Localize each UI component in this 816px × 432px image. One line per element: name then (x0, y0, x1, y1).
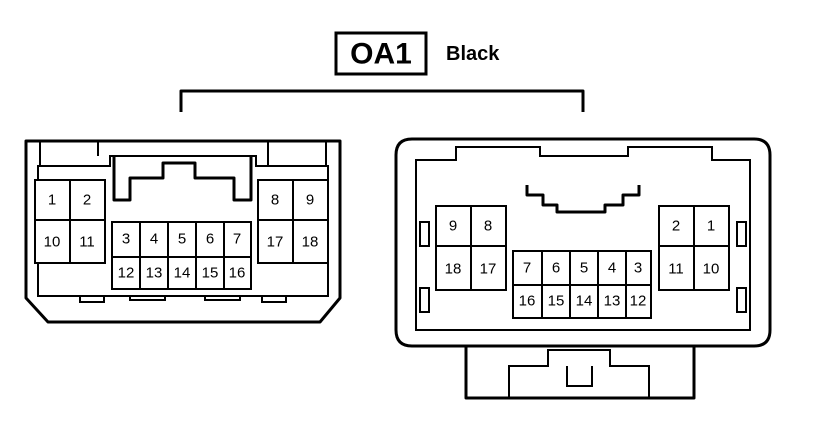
left-pin-15: 15 (202, 265, 219, 282)
left-pin-9: 9 (306, 192, 314, 209)
left-pin-8: 8 (271, 192, 279, 209)
left-housing (24, 139, 342, 324)
right-pin-12: 12 (630, 293, 647, 310)
left-pin-14: 14 (174, 265, 191, 282)
right-pin-9: 9 (449, 218, 457, 235)
right-pin-18: 18 (445, 261, 462, 278)
left-latch (112, 156, 253, 202)
connector-code: OA1 (350, 38, 412, 71)
left-pin-13: 13 (146, 265, 163, 282)
right-latch (525, 185, 641, 214)
right-pin-3: 3 (634, 260, 642, 277)
right-pin-1: 1 (707, 218, 715, 235)
right-pin-15: 15 (548, 293, 565, 310)
left-pin-5: 5 (178, 231, 186, 248)
left-pin-1: 1 (48, 192, 56, 209)
right-pin-8: 8 (484, 218, 492, 235)
right-pin-14: 14 (576, 293, 593, 310)
connector-color: Black (446, 43, 500, 65)
left-pin-18: 18 (302, 234, 319, 251)
right-pin-4: 4 (608, 260, 616, 277)
right-connector: 9 8 18 17 2 1 11 10 7 6 5 4 3 16 15 14 1… (394, 137, 772, 400)
left-pin-7: 7 (233, 231, 241, 248)
right-pin-16: 16 (519, 293, 536, 310)
right-pin-10: 10 (703, 261, 720, 278)
left-pin-12: 12 (118, 265, 135, 282)
right-pin-13: 13 (604, 293, 621, 310)
right-pin-6: 6 (552, 260, 560, 277)
right-cavity (415, 146, 751, 331)
left-pin-11: 11 (79, 234, 95, 251)
connector-code-box (334, 31, 428, 76)
right-housing (394, 137, 772, 348)
left-pin-17: 17 (267, 234, 284, 251)
left-pin-6: 6 (206, 231, 214, 248)
right-pin-17: 17 (480, 261, 497, 278)
left-pin-10: 10 (44, 234, 61, 251)
left-pin-2: 2 (83, 192, 91, 209)
left-connector: 1 2 10 11 8 9 17 18 3 4 5 6 7 12 13 14 1… (24, 139, 342, 324)
right-pin-7: 7 (523, 260, 531, 277)
right-pin-2: 2 (672, 218, 680, 235)
right-lock-housing (464, 346, 696, 400)
left-pin-16: 16 (229, 265, 246, 282)
right-pin-11: 11 (668, 261, 684, 278)
left-cavity (37, 155, 329, 297)
view-bracket (179, 89, 585, 112)
left-pin-3: 3 (122, 231, 130, 248)
right-pin-5: 5 (580, 260, 588, 277)
left-pin-4: 4 (150, 231, 158, 248)
